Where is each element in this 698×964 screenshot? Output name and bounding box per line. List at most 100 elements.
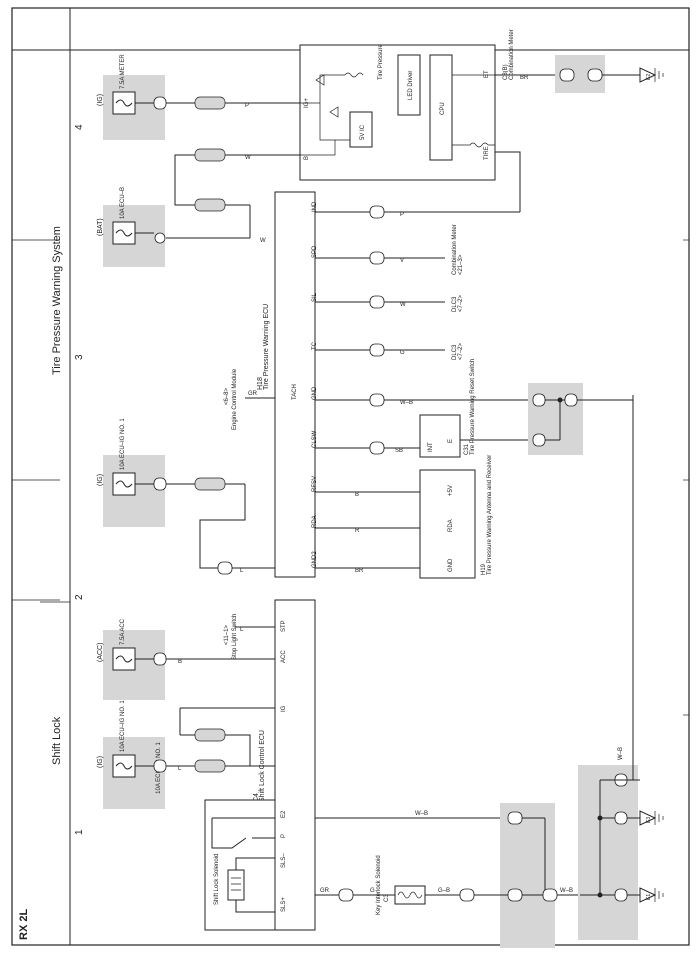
svg-text:E: E [448,439,454,443]
svg-text:W–B: W–B [560,888,573,894]
svg-text:5V IC: 5V IC [360,124,366,140]
svg-text:(IG): (IG) [97,94,104,106]
combination-meter: C8(B) Combination Meter LED Driver CPU 5… [299,29,555,181]
svg-text:G: G [400,350,405,356]
svg-text:Tire Pressure: Tire Pressure [378,44,384,80]
fuse-label-5: 7.5A METER [120,54,126,89]
column-ruler: 1 2 3 4 [12,124,689,835]
meter-ground: E2 [555,55,664,93]
shift-lock-supply-wiring [166,626,275,773]
svg-text:(ACC): (ACC) [97,643,104,662]
svg-text:W–B: W–B [415,811,428,817]
svg-text:(IG): (IG) [97,756,104,768]
svg-text:+5V: +5V [448,485,454,496]
key-interlock-wiring: C3 Key Interlock Solenoid GR G G–B W–B [315,855,580,915]
column-number-1: 1 [74,829,85,835]
svg-text:L: L [240,627,244,633]
svg-text:G–B: G–B [438,888,450,894]
svg-text:(IG): (IG) [97,474,104,486]
svg-text:TACH: TACH [292,384,298,400]
svg-text:SPD: SPD [312,245,318,258]
svg-text:C31: C31 [464,443,470,455]
svg-text:Tire Pressure Warning ECU: Tire Pressure Warning ECU [263,304,270,390]
c4-ground-wiring: W–B [315,803,555,948]
ground-e2: E2 [646,74,652,80]
svg-text:Shift Lock Solenoid: Shift Lock Solenoid [214,854,220,905]
column-number-2: 2 [74,594,85,600]
ref-dlc3-a-name: DLC3 [452,344,458,360]
tpws-reset-switch: C31 Tire Pressure Warning Reset Switch I… [419,359,633,458]
tpws-signal-wiring [315,151,545,569]
fuse-acc: (ACC) [97,630,167,700]
svg-text:R: R [355,528,360,534]
references: Stop Light Switch <11–1> Engine Control … [224,224,464,660]
svg-text:SIL: SIL [312,292,318,302]
ref-dlc3-b-name: DLC3 [452,296,458,312]
svg-text:INT: INT [428,442,434,452]
ground-e1-a: E1 [646,894,652,900]
svg-text:BR: BR [355,568,364,574]
svg-text:P: P [281,834,287,838]
svg-text:CLSW: CLSW [312,430,318,448]
svg-text:TC: TC [312,341,318,350]
svg-text:LED Driver: LED Driver [408,71,414,100]
svg-text:RDA: RDA [312,515,318,528]
column-number-4: 4 [74,124,85,130]
svg-text:B: B [304,156,310,160]
svg-text:W–B: W–B [400,400,413,406]
section-shift-lock: Shift Lock [51,716,63,765]
tpws-ig-wiring: GR [166,391,275,575]
svg-text:STP: STP [281,620,287,632]
svg-text:Shift Lock Control ECU: Shift Lock Control ECU [259,730,266,802]
svg-text:C3: C3 [384,894,390,902]
ref-ecm-code: <6–8> [224,387,230,405]
fuse-label-4: 10A ECU–B [120,187,126,219]
fuse-label-2: 7.5A ACC [120,618,126,645]
svg-text:RDA: RDA [448,519,454,532]
svg-text:TIRE: TIRE [484,146,490,160]
svg-text:GR: GR [320,888,330,894]
svg-text:B: B [178,659,182,665]
svg-text:Combination Meter: Combination Meter [509,29,515,80]
fuse-ecu-ig-no1-b: (IG) [97,455,167,527]
svg-text:(BAT): (BAT) [97,218,104,236]
ref-dlc3-a-code: <7–2> [458,342,464,360]
svg-text:L: L [178,766,182,772]
meter-supply-wiring [166,96,300,239]
svg-text:B: B [355,492,359,498]
svg-text:P: P [245,103,249,109]
svg-text:SLS+: SLS+ [281,897,287,912]
svg-text:P: P [400,212,404,218]
svg-text:C8(B): C8(B) [503,64,509,80]
shift-lock-solenoid-assembly: Shift Lock Solenoid [204,799,276,931]
svg-text:W: W [245,155,251,161]
wire-labels: L B L L BR R B SB W–B G W V P W P W BR [178,75,529,772]
svg-text:H18: H18 [257,377,264,390]
tpws-ecu: H18 Tire Pressure Warning ECU GND2 RDA R… [257,191,318,578]
fuse-ecu-ig-no1-a: (IG) 10A ECU–IG NO. 1 [97,737,167,809]
page-code: RX 2L [18,909,30,940]
ref-ecm-name: Engine Control Module [232,368,238,430]
svg-text:ACC: ACC [281,650,287,663]
svg-text:SB: SB [395,448,403,454]
svg-text:Tire Pressure Warning Reset Sw: Tire Pressure Warning Reset Switch [470,359,476,455]
fuse-label-1: 10A ECU–IG NO. 1 [120,700,126,752]
svg-text:W–B: W–B [618,747,624,760]
svg-text:GR: GR [248,391,258,397]
svg-text:CPU: CPU [440,102,446,115]
svg-text:G: G [370,888,375,894]
svg-text:SLS–: SLS– [281,853,287,868]
fuse-ecu-b: (BAT) [97,205,166,267]
svg-text:BR: BR [520,75,529,81]
ref-stop-light-code: <11–1> [224,625,230,645]
svg-text:C4: C4 [253,793,260,802]
ref-meter-name: Combination Meter [452,224,458,275]
shift-lock-control-ecu: C4 Shift Lock Control ECU SLS+ SLS– P E2… [253,599,316,931]
ref-dlc3-b-code: <7–2> [458,294,464,312]
svg-text:H19: H19 [481,563,487,575]
svg-text:E2: E2 [281,810,287,818]
svg-text:GND: GND [312,386,318,400]
svg-text:Tire Pressure Warning Antenna: Tire Pressure Warning Antenna and Receiv… [487,455,493,575]
svg-text:RFSV: RFSV [312,476,318,492]
